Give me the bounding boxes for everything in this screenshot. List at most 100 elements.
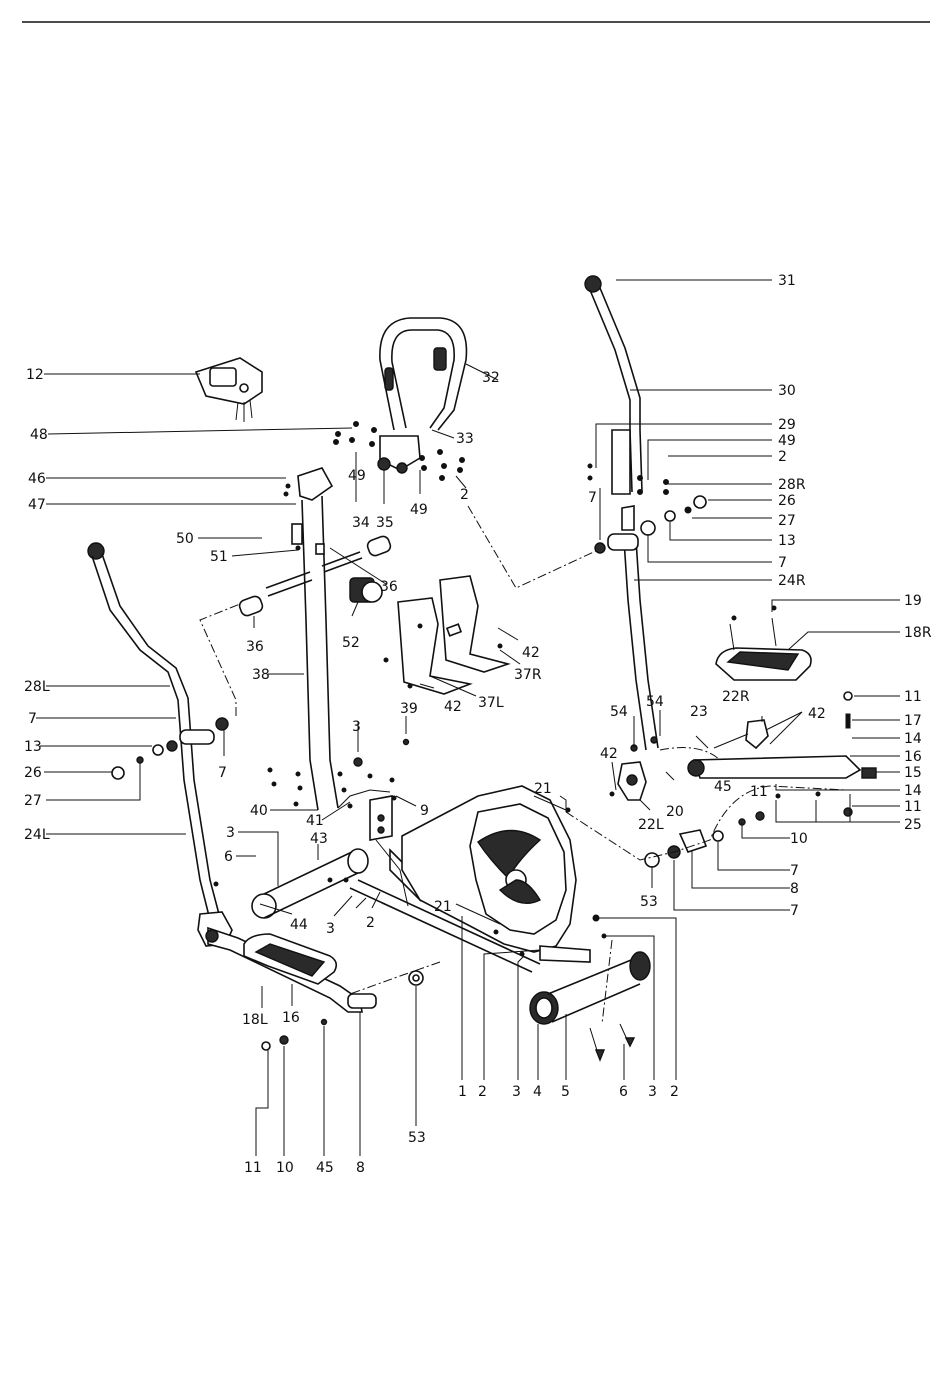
callout-22L: 22L [638, 817, 664, 833]
callout-3: 3 [352, 719, 361, 735]
callout-15: 15 [904, 765, 922, 781]
leader-lines [36, 280, 900, 1156]
callout-7: 7 [218, 765, 227, 781]
rear-stabilizer [530, 952, 650, 1060]
callout-36: 36 [380, 579, 398, 595]
callout-49: 49 [348, 468, 366, 484]
front-stabilizer-tube [252, 849, 420, 918]
callout-7: 7 [790, 863, 799, 879]
callout-21: 21 [434, 899, 452, 915]
callout-14: 14 [904, 783, 922, 799]
callout-35: 35 [376, 515, 394, 531]
callout-42: 42 [522, 645, 540, 661]
callout-13: 13 [24, 739, 42, 755]
callout-21: 21 [534, 781, 552, 797]
bushings [238, 535, 392, 618]
callout-14: 14 [904, 731, 922, 747]
callout-53: 53 [408, 1130, 426, 1146]
callout-47: 47 [28, 497, 46, 513]
callout-40: 40 [250, 803, 268, 819]
callout-52: 52 [342, 635, 360, 651]
callout-36: 36 [246, 639, 264, 655]
callout-37R: 37R [514, 667, 542, 683]
callout-7: 7 [790, 903, 799, 919]
callout-11: 11 [904, 689, 922, 705]
callout-32: 32 [482, 370, 500, 386]
callout-16: 16 [282, 1010, 300, 1026]
callout-22R: 22R [722, 689, 750, 705]
callout-3: 3 [226, 825, 235, 841]
callout-29: 29 [778, 417, 796, 433]
callout-27: 27 [778, 513, 796, 529]
callout-16: 16 [904, 749, 922, 765]
callout-13: 13 [778, 533, 796, 549]
callout-45: 45 [316, 1160, 334, 1176]
callout-2: 2 [366, 915, 375, 931]
callout-17: 17 [904, 713, 922, 729]
callout-1: 1 [458, 1084, 467, 1100]
callout-51: 51 [210, 549, 228, 565]
callout-10: 10 [790, 831, 808, 847]
callout-48: 48 [30, 427, 48, 443]
callout-44: 44 [290, 917, 308, 933]
callout-10: 10 [276, 1160, 294, 1176]
callout-19: 19 [904, 593, 922, 609]
console-unit [196, 358, 262, 422]
handlebar-bracket [378, 436, 420, 473]
callout-53: 53 [640, 894, 658, 910]
callout-46: 46 [28, 471, 46, 487]
callout-45: 45 [714, 779, 732, 795]
callout-24L: 24L [24, 827, 50, 843]
right-handlebar [585, 276, 642, 494]
callout-3: 3 [648, 1084, 657, 1100]
callout-54: 54 [610, 704, 628, 720]
callout-37L: 37L [478, 695, 504, 711]
callout-34: 34 [352, 515, 370, 531]
callout-39: 39 [400, 701, 418, 717]
callout-labels: 12 48 46 47 50 51 28L 7 13 26 27 24L 36 … [24, 273, 932, 1176]
callout-50: 50 [176, 531, 194, 547]
callout-11: 11 [904, 799, 922, 815]
callout-6: 6 [619, 1084, 628, 1100]
left-handle-assembly [88, 543, 232, 946]
callout-3: 3 [512, 1084, 521, 1100]
callout-49: 49 [410, 502, 428, 518]
callout-27: 27 [24, 793, 42, 809]
callout-20: 20 [666, 804, 684, 820]
callout-41: 41 [306, 813, 324, 829]
callout-30: 30 [778, 383, 796, 399]
callout-31: 31 [778, 273, 796, 289]
left-pedal [206, 928, 376, 1012]
lower-post-bracket [338, 790, 392, 840]
callout-33: 33 [456, 431, 474, 447]
callout-23: 23 [690, 704, 708, 720]
callout-24R: 24R [778, 573, 806, 589]
side-covers [398, 576, 508, 694]
callout-18L: 18L [242, 1012, 268, 1028]
assembly-line [200, 604, 240, 716]
assembly-line [602, 940, 612, 1024]
callout-3: 3 [326, 921, 335, 937]
callout-12: 12 [26, 367, 44, 383]
callout-54: 54 [646, 694, 664, 710]
callout-38: 38 [252, 667, 270, 683]
assembly-line [566, 786, 846, 860]
callout-2: 2 [478, 1084, 487, 1100]
callout-25: 25 [904, 817, 922, 833]
assembly-line [660, 748, 720, 760]
callout-7: 7 [28, 711, 37, 727]
right-pedal-arm [618, 720, 876, 800]
callout-11: 11 [750, 784, 768, 800]
right-pedal [716, 618, 811, 680]
callout-28L: 28L [24, 679, 50, 695]
callout-8: 8 [356, 1160, 365, 1176]
callout-18R: 18R [904, 625, 932, 641]
callout-2: 2 [460, 487, 469, 503]
tension-knob [350, 578, 382, 602]
callout-8: 8 [790, 881, 799, 897]
callout-28R: 28R [778, 477, 806, 493]
callout-7: 7 [588, 490, 597, 506]
callout-42: 42 [808, 706, 826, 722]
